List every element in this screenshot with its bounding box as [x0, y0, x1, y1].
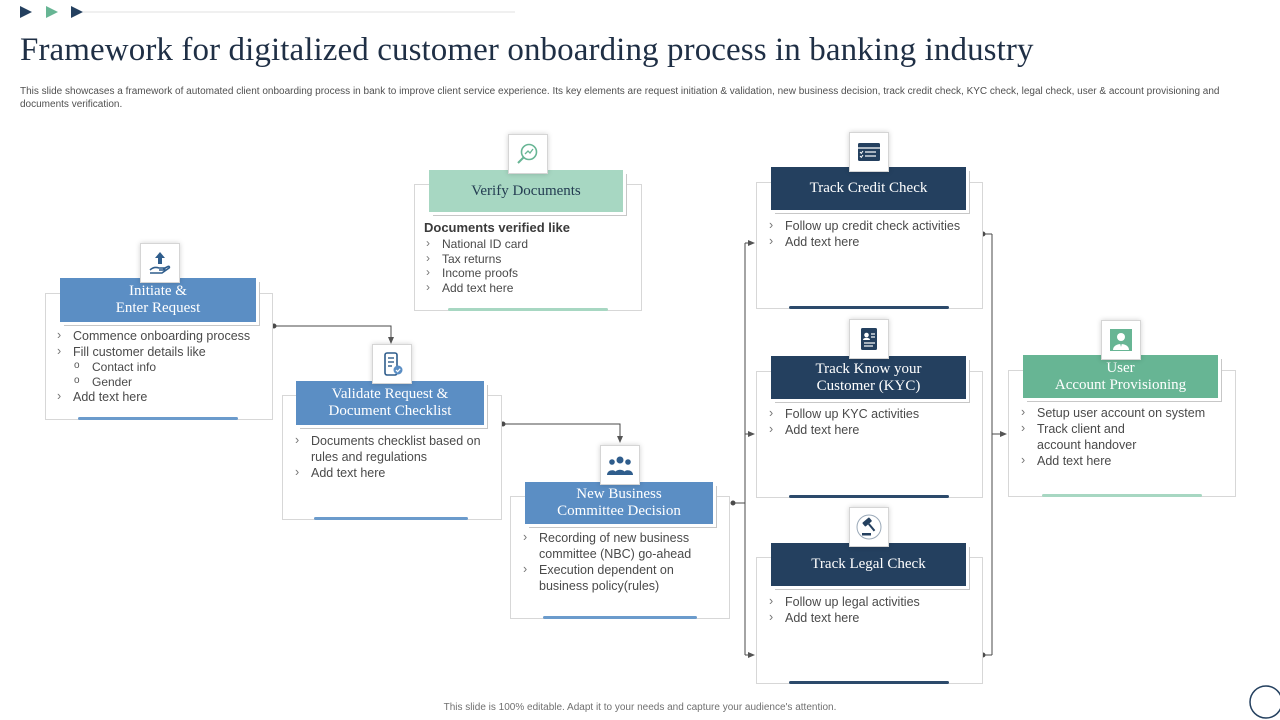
card-underline	[789, 495, 949, 498]
list-item: Setup user account on system	[1019, 404, 1233, 421]
kyc-list: Follow up KYC activities Add text here	[767, 405, 981, 438]
list-item: Add text here	[767, 421, 981, 438]
footer-note: This slide is 100% editable. Adapt it to…	[443, 702, 837, 713]
list-item: Add text here	[424, 280, 639, 296]
hand-upload-icon	[140, 243, 180, 283]
list-item: Tax returns	[424, 251, 639, 267]
list-item-continuation: rules and regulations	[311, 450, 428, 464]
initiate-request-header: Initiate &Enter Request	[60, 278, 256, 322]
list-item: Recording of new business	[521, 529, 726, 546]
credit-check-header: Track Credit Check	[771, 167, 966, 210]
list-item-continuation: business policy(rules)	[539, 579, 660, 593]
list-item: Add text here	[767, 609, 981, 626]
legal-check-list: Follow up legal activities Add text here	[767, 593, 981, 626]
user-account-icon	[1101, 320, 1141, 360]
list-item: Add text here	[293, 464, 498, 481]
list-item-continuation: committee (NBC) go-ahead	[539, 547, 692, 561]
initiate-request-list: Commence onboarding process Fill custome…	[55, 327, 270, 405]
card-underline	[448, 308, 608, 311]
id-document-icon	[849, 319, 889, 359]
list-item: Follow up legal activities	[767, 593, 981, 610]
list-item: Income proofs	[424, 265, 639, 281]
list-item: Follow up credit check activities	[767, 217, 981, 234]
card-underline	[314, 517, 468, 520]
verify-documents-list: Documents verified like National ID card…	[424, 220, 639, 295]
card-underline	[1042, 494, 1202, 497]
legal-check-header: Track Legal Check	[771, 543, 966, 586]
list-item: Commence onboarding process	[55, 327, 270, 344]
validate-request-header: Validate Request &Document Checklist	[296, 381, 484, 425]
credit-card-checklist-icon	[849, 132, 889, 172]
list-item: Execution dependent on	[521, 561, 726, 578]
mobile-checklist-icon	[372, 344, 412, 384]
list-item: Add text here	[55, 388, 270, 405]
corner-decoration	[1249, 685, 1280, 719]
verify-documents-header: Verify Documents	[429, 170, 623, 212]
page-title: Framework for digitalized customer onboa…	[20, 32, 1034, 68]
team-icon	[600, 445, 640, 485]
validate-request-list: Documents checklist based on rules and r…	[293, 432, 498, 481]
list-lead: Documents verified like	[424, 220, 570, 235]
nbc-decision-list: Recording of new business committee (NBC…	[521, 529, 726, 594]
sub-list-item: Gender	[55, 374, 270, 390]
credit-check-list: Follow up credit check activities Add te…	[767, 217, 981, 250]
gavel-icon	[849, 507, 889, 547]
top-decoration	[20, 6, 515, 18]
list-item: Track client and	[1019, 420, 1233, 437]
magnifier-chart-icon	[508, 134, 548, 174]
list-item: Follow up KYC activities	[767, 405, 981, 422]
list-item: Add text here	[1019, 452, 1233, 469]
list-item-continuation: account handover	[1037, 438, 1137, 452]
list-item: Add text here	[767, 233, 981, 250]
list-item: National ID card	[424, 236, 639, 252]
user-provisioning-list: Setup user account on system Track clien…	[1019, 404, 1233, 469]
list-item: Fill customer details like	[55, 343, 270, 360]
sub-list-item: Contact info	[55, 359, 270, 375]
card-underline	[543, 616, 697, 619]
list-item: Documents checklist based on	[293, 432, 498, 449]
card-underline	[789, 681, 949, 684]
page-subtitle: This slide showcases a framework of auto…	[20, 86, 1220, 110]
card-underline	[789, 306, 949, 309]
card-underline	[78, 417, 238, 420]
